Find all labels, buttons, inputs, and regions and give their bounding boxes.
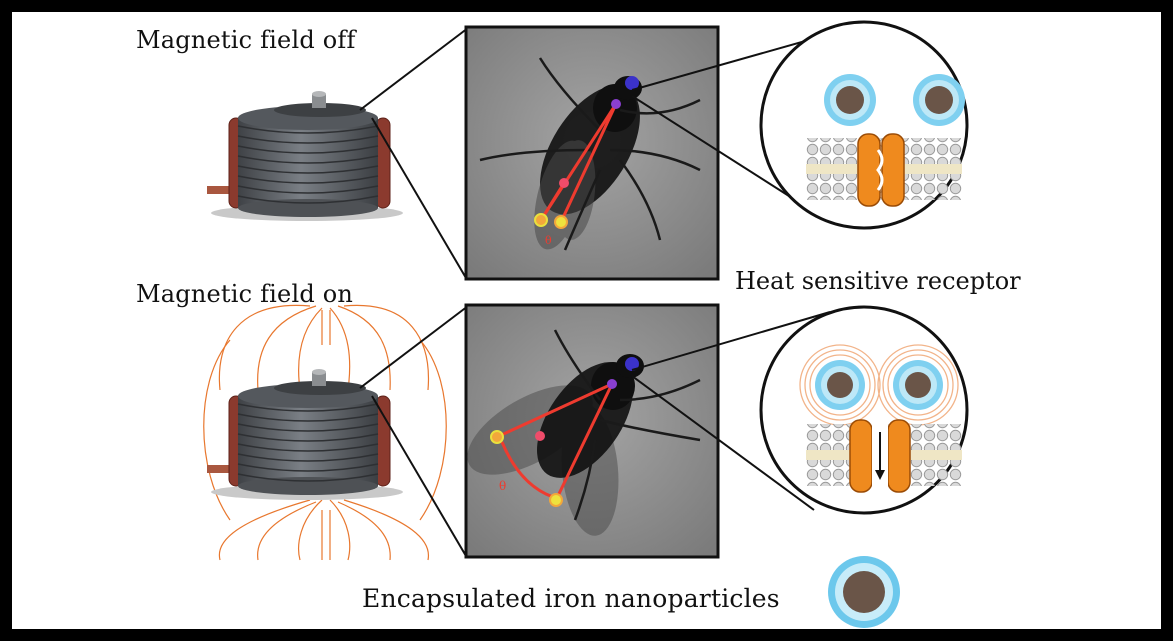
- field-lines: [203, 304, 447, 561]
- coil-field-on: [207, 369, 403, 500]
- receptor-closed: [759, 20, 969, 230]
- coil-field-off: [207, 91, 403, 221]
- zoom-lines-receptor-top: [631, 33, 831, 213]
- photo-field-off: θ: [464, 25, 720, 281]
- photo-field-on: θ: [464, 303, 720, 559]
- head-marker: [625, 76, 639, 90]
- receptor-label: Heat sensitive receptor: [735, 267, 1021, 295]
- field-off-label: Magnetic field off: [136, 26, 356, 54]
- receptor-open: [759, 305, 969, 515]
- tracking-lines-on: [496, 382, 614, 501]
- nanoparticles-label: Encapsulated iron nanoparticles: [362, 584, 780, 613]
- angle-label-off: θ: [545, 234, 552, 247]
- nanoparticle-legend-icon: [828, 556, 900, 628]
- diagram-svg: θ: [203, 20, 1021, 628]
- field-on-label: Magnetic field on: [136, 280, 354, 308]
- zoom-lines-receptor-bottom: [631, 311, 831, 511]
- tracking-lines-off: [539, 103, 618, 223]
- zoom-lines-top: [359, 27, 469, 279]
- figure-panel: θ: [12, 12, 1161, 629]
- angle-label-on: θ: [499, 479, 506, 493]
- zoom-lines-bottom: [359, 305, 469, 557]
